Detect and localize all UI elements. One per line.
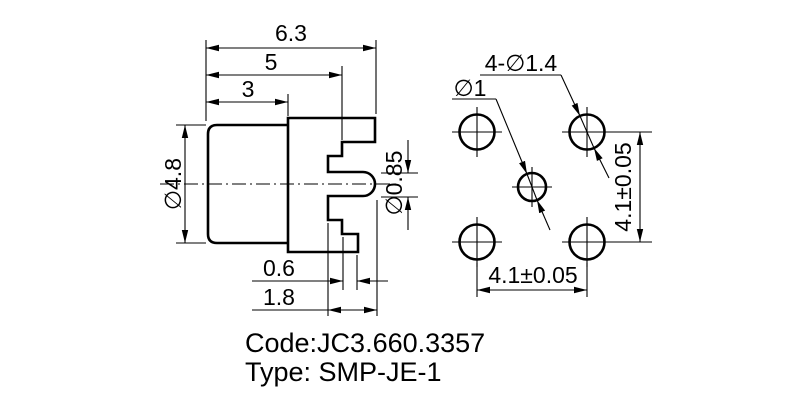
dim-step-label: 0.6 <box>263 255 295 281</box>
mount-hole-bottom-left <box>452 217 502 267</box>
vertical-pitch-label: 4.1±0.05 <box>610 142 636 231</box>
side-view: 6.3 5 3 ∅4.8 ∅0.85 <box>160 20 418 316</box>
leader-through-line <box>579 115 595 149</box>
leader-line <box>536 199 551 231</box>
dimension-vertical-pitch: 4.1±0.05 <box>609 131 652 243</box>
connector-body-outline <box>206 123 289 245</box>
dim-pin-diameter-label: ∅0.85 <box>381 151 407 216</box>
center-hole-leader: ∅1 <box>452 75 551 231</box>
dim-body-diameter-label: ∅4.8 <box>160 158 186 210</box>
dimension-mid-length: 5 <box>206 49 343 140</box>
mount-holes-label: 4-∅1.4 <box>485 50 558 76</box>
dimension-total-length: 6.3 <box>205 20 377 121</box>
mount-hole-top-left <box>452 107 502 157</box>
mount-hole-bottom-right <box>562 217 612 267</box>
leader-line <box>593 147 610 179</box>
horizontal-pitch-label: 4.1±0.05 <box>488 262 577 288</box>
code-label: Code:JC3.660.3357 <box>245 328 485 358</box>
dim-total-length-label: 6.3 <box>275 20 307 46</box>
dim-mid-length-label: 5 <box>265 49 278 75</box>
leader-line <box>560 74 581 117</box>
footprint-view: 4-∅1.4 ∅1 4.1±0.05 4.1±0.05 <box>452 50 652 297</box>
leader-through-line <box>526 173 538 201</box>
type-label: Type: SMP-JE-1 <box>245 357 442 387</box>
title-block: Code:JC3.660.3357 Type: SMP-JE-1 <box>245 328 485 387</box>
dim-body-length-label: 3 <box>242 76 255 102</box>
leader-line <box>495 98 528 175</box>
dimension-horizontal-pitch: 4.1±0.05 <box>476 262 588 297</box>
dimension-pin-length: 1.8 <box>252 200 378 316</box>
dimension-body-length: 3 <box>206 76 289 116</box>
mount-holes-leader: 4-∅1.4 <box>480 50 610 179</box>
dimension-body-diameter: ∅4.8 <box>160 124 206 244</box>
dim-pin-length-label: 1.8 <box>263 284 295 310</box>
dimension-step: 0.6 <box>252 237 388 290</box>
center-hole-label: ∅1 <box>454 75 487 101</box>
connector-flange-outline <box>286 116 377 254</box>
dimension-pin-diameter: ∅0.85 <box>381 140 418 230</box>
